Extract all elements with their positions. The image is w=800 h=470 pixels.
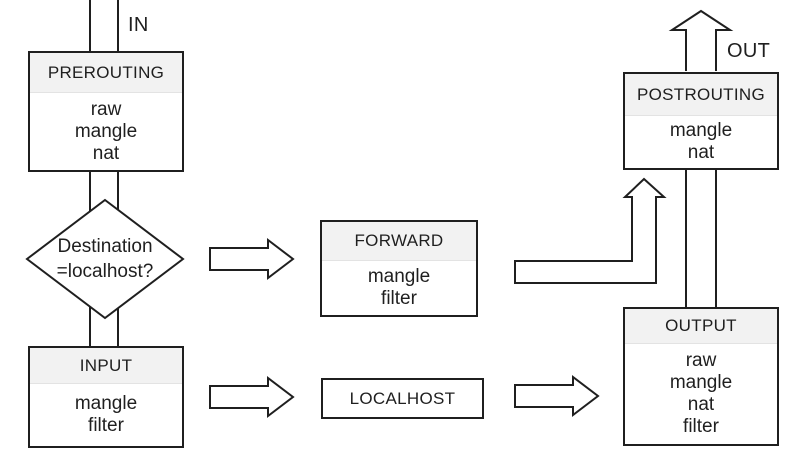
prerouting-chain-title: PREROUTING xyxy=(30,53,182,93)
out-label: OUT xyxy=(727,40,771,62)
input-tables: mangle filter xyxy=(30,384,182,446)
out-arrow xyxy=(668,9,734,71)
decision-label-line1: Destination xyxy=(57,236,153,257)
postrouting-tables: mangle nat xyxy=(625,116,777,168)
table-name: raw xyxy=(90,98,122,120)
in-label: IN xyxy=(128,14,149,36)
input-chain-box: INPUT mangle filter xyxy=(28,346,184,448)
forward-chain-title: FORWARD xyxy=(322,222,476,261)
table-name: nat xyxy=(687,394,715,415)
prerouting-tables: raw mangle nat xyxy=(30,93,182,170)
localhost-box: LOCALHOST xyxy=(321,378,484,419)
input-chain-title: INPUT xyxy=(30,348,182,384)
decision-to-forward-arrow xyxy=(209,237,295,281)
postrouting-chain-title: POSTROUTING xyxy=(625,74,777,116)
table-name: nat xyxy=(92,142,120,164)
forward-chain-box: FORWARD mangle filter xyxy=(320,220,478,317)
table-name: mangle xyxy=(367,266,431,287)
forward-to-postrouting-arrow xyxy=(514,177,667,284)
localhost-to-output-arrow xyxy=(514,374,600,418)
table-name: filter xyxy=(683,416,719,437)
output-chain-box: OUTPUT raw mangle nat filter xyxy=(623,307,779,446)
table-name: raw xyxy=(685,350,717,371)
output-chain-title: OUTPUT xyxy=(625,309,777,344)
table-name: filter xyxy=(88,415,124,436)
destination-decision-label: Destination =localhost? xyxy=(25,234,185,284)
table-name: mangle xyxy=(669,120,733,141)
table-name: nat xyxy=(687,142,715,163)
decision-label-line2: =localhost? xyxy=(56,261,154,282)
postrouting-chain-box: POSTROUTING mangle nat xyxy=(623,72,779,170)
prerouting-chain-box: PREROUTING raw mangle nat xyxy=(28,51,184,172)
table-name: mangle xyxy=(74,120,138,142)
table-name: filter xyxy=(381,288,417,309)
destination-decision-diamond xyxy=(25,198,185,320)
forward-tables: mangle filter xyxy=(322,261,476,315)
table-name: mangle xyxy=(74,393,138,414)
table-name: mangle xyxy=(669,372,733,393)
localhost-label: LOCALHOST xyxy=(349,388,456,408)
input-to-localhost-arrow xyxy=(209,375,295,419)
output-tables: raw mangle nat filter xyxy=(625,344,777,444)
